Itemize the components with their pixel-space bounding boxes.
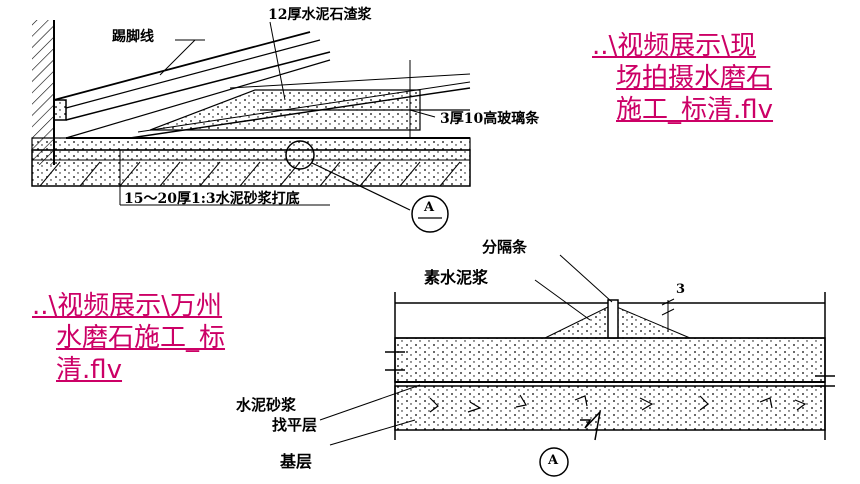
divider-strip (607, 299, 619, 339)
video-link-site-filming[interactable]: ..\视频展示\现 场拍摄水磨石 施工_标清.flv (592, 30, 773, 126)
detail-marker-bottom-label: A (548, 453, 559, 468)
dimension-label: 3 (676, 282, 686, 297)
detail-circle (285, 140, 315, 170)
terrazzo-layer-label: 12厚水泥石渣浆 (268, 7, 372, 23)
detail-marker-top-label: A (424, 200, 435, 215)
base-layer-bottom (394, 385, 826, 431)
skirting-label: 踢脚线 (112, 29, 154, 45)
glass-strip-label: 3厚10高玻璃条 (440, 111, 540, 127)
video-link-site-line-3[interactable]: 施工_标清.flv (616, 95, 774, 125)
detail-marker-top (411, 195, 449, 233)
video-link-wanzhou-line-3[interactable]: 清.flv (56, 355, 123, 385)
cement-paste-label: 素水泥浆 (424, 268, 489, 287)
divider-strip-label: 分隔条 (482, 238, 528, 256)
terrazzo-panel (149, 89, 421, 131)
video-link-wanzhou-line-2[interactable]: 水磨石施工_标 (56, 323, 226, 353)
video-link-wanzhou-line-1[interactable]: ..\视频展示\万州 (32, 291, 223, 321)
detail-marker-bottom (539, 447, 569, 477)
wall-hatch (32, 20, 54, 165)
leveling-layer (394, 337, 826, 383)
base-mortar-label: 15～20厚1:3水泥砂浆打底 (124, 191, 300, 207)
base-label: 基层 (280, 452, 313, 471)
video-link-site-line-1[interactable]: ..\视频展示\现 (592, 31, 757, 61)
substrate-layer (31, 149, 471, 187)
video-link-wanzhou[interactable]: ..\视频展示\万州 水磨石施工_标 清.flv (32, 290, 225, 386)
leveling-label-2: 找平层 (272, 416, 318, 434)
video-link-site-line-2[interactable]: 场拍摄水磨石 (616, 63, 773, 93)
leveling-label-1: 水泥砂浆 (236, 396, 297, 414)
